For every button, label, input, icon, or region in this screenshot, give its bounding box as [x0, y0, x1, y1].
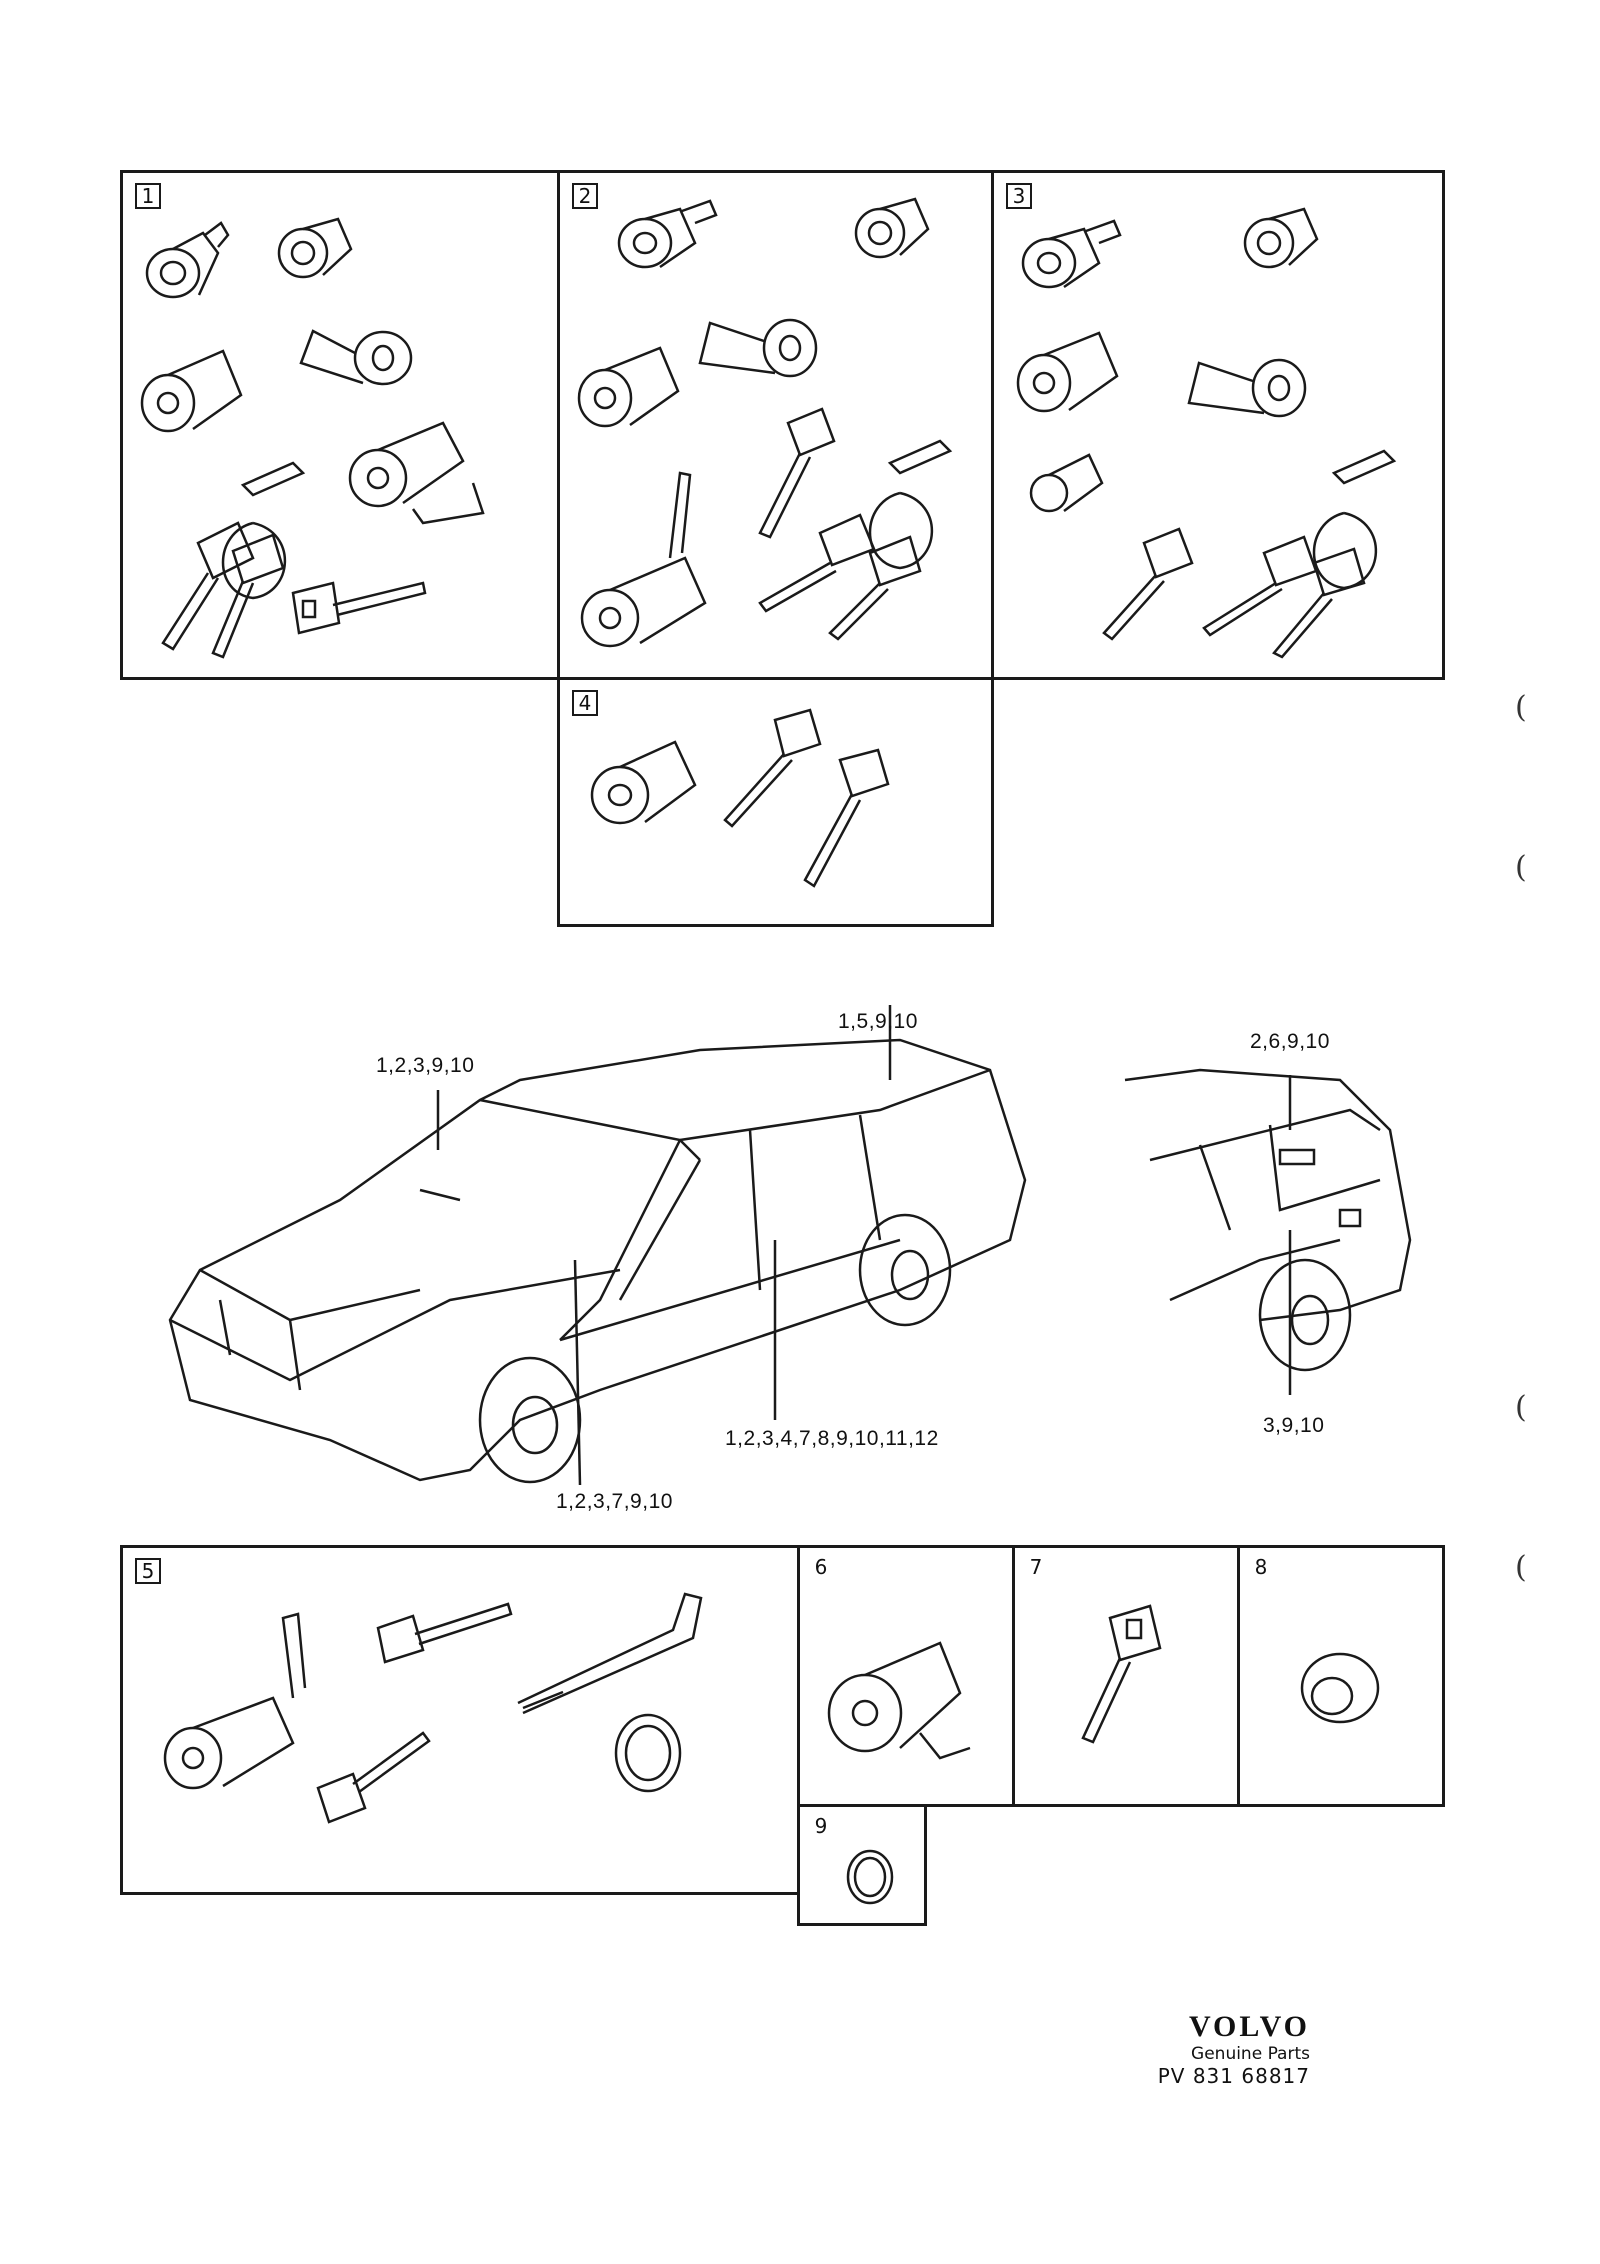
key-tag	[1331, 449, 1397, 485]
wagon-badge	[1278, 1148, 1316, 1166]
seal-ring	[1300, 1652, 1380, 1724]
lock-illustration	[827, 1641, 971, 1760]
volvo-logo: VOLVO	[1188, 2010, 1310, 2043]
ring-illustration	[1300, 1652, 1380, 1724]
callout-hood: 1,2,3,9,10	[376, 1054, 475, 1077]
brand-subtitle: Genuine Parts	[1191, 2044, 1310, 2064]
panel-number: 2	[572, 183, 598, 209]
rod-tool	[517, 1592, 703, 1715]
panel-number: 8	[1254, 1555, 1268, 1579]
panel-9: 9	[797, 1804, 927, 1926]
lock-cylinder	[163, 1726, 223, 1790]
key-icon	[1312, 547, 1366, 597]
panel-3: 3	[991, 170, 1445, 680]
key-ring	[868, 491, 934, 570]
panel-1: 1	[120, 170, 560, 680]
key-icon	[773, 708, 822, 758]
margin-mark: (	[1515, 850, 1527, 885]
margin-mark: (	[1515, 1390, 1527, 1425]
lock-set-illustration	[140, 217, 485, 659]
key-icon	[868, 535, 922, 587]
key-icon	[231, 533, 285, 585]
seal-ring	[846, 1849, 894, 1905]
rear-wheel	[858, 1213, 952, 1327]
car-location-diagram	[168, 1005, 1412, 1486]
panel-number: 1	[135, 183, 161, 209]
key-tag	[240, 461, 306, 497]
panel-number: 3	[1006, 183, 1032, 209]
part-code: PV 831 68817	[1157, 2064, 1310, 2088]
panel-number: 4	[572, 690, 598, 716]
ring-illustration	[846, 1849, 894, 1905]
key-icon	[291, 581, 341, 635]
panel-number: 5	[135, 1558, 161, 1584]
callout-wagon-tailgate: 2,6,9,10	[1250, 1030, 1330, 1053]
panel-7: 7	[1012, 1545, 1240, 1807]
panel-number: 6	[814, 1555, 828, 1579]
key-icon	[1108, 1604, 1162, 1662]
panel-6: 6	[797, 1545, 1015, 1807]
lock-set-illustration	[590, 708, 890, 888]
brand-block: VOLVO Genuine Parts PV 831 68817	[1158, 2010, 1310, 2088]
callout-wagon-fuel: 3,9,10	[1263, 1414, 1325, 1437]
margin-mark: (	[1515, 690, 1527, 725]
callout-rear-door: 1,2,3,4,7,8,9,10,11,12	[725, 1427, 939, 1450]
seal-ring	[614, 1713, 682, 1793]
front-wheel	[478, 1356, 582, 1484]
key-icon	[316, 1772, 367, 1824]
callout-front-door: 1,2,3,7,9,10	[556, 1490, 673, 1513]
wagon-wheel	[1258, 1258, 1352, 1372]
panel-number: 9	[814, 1814, 828, 1838]
key-icon	[1142, 527, 1194, 579]
lock-cylinder	[353, 330, 413, 386]
key-icon	[818, 513, 876, 567]
wagon-outline	[1124, 1068, 1412, 1372]
panel-number: 7	[1029, 1555, 1043, 1579]
key-tag	[887, 439, 953, 475]
key-icon	[838, 748, 890, 798]
lock-set-illustration	[1016, 207, 1397, 659]
key-icon	[786, 407, 836, 457]
callout-trunk: 1,5,9,10	[838, 1010, 918, 1033]
lock-set-illustration	[577, 197, 953, 648]
key-illustration	[1081, 1604, 1162, 1744]
fuel-flap	[1338, 1208, 1362, 1228]
panel-4: 4	[557, 677, 994, 927]
lock-cylinder	[1251, 358, 1307, 418]
lock-cylinder	[827, 1673, 903, 1753]
leader-lines	[436, 1005, 1292, 1486]
lock-set-illustration	[163, 1592, 703, 1824]
panel-8: 8	[1237, 1545, 1445, 1807]
key-icon	[376, 1614, 425, 1664]
key-icon	[196, 521, 255, 580]
panel-5: 5	[120, 1545, 800, 1895]
margin-mark: (	[1515, 1550, 1527, 1585]
sedan-outline	[168, 1038, 1027, 1484]
key-ring	[221, 521, 287, 600]
lock-cylinder	[762, 318, 818, 378]
